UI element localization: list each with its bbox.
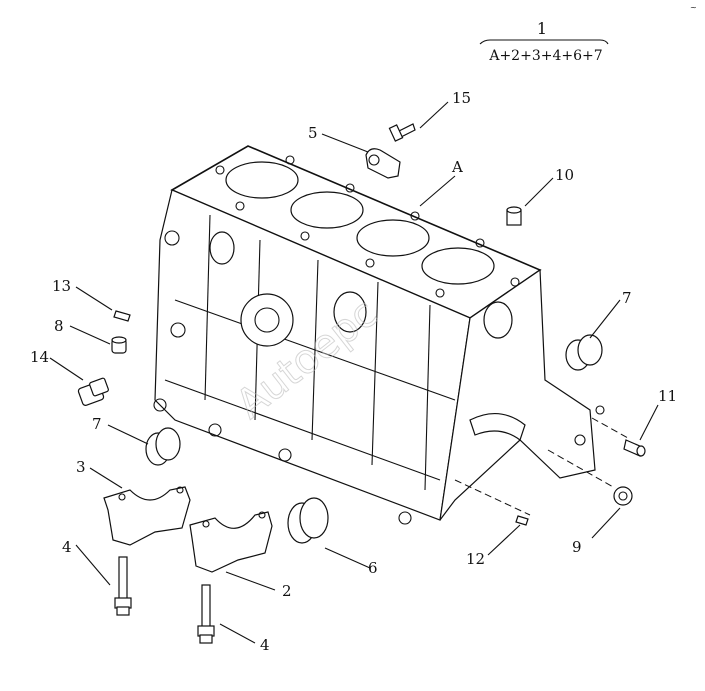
assembly-bracket	[479, 39, 609, 45]
assembly-formula: A+2+3+4+6+7	[488, 48, 602, 64]
leader-lines	[49, 101, 659, 644]
callout-3: 3	[76, 458, 86, 476]
callout-11: 11	[658, 387, 677, 405]
deck-holes	[215, 155, 520, 298]
side-bore-1	[333, 291, 367, 333]
callout-7-left: 7	[92, 415, 102, 433]
align-line-9	[547, 449, 616, 489]
side-bore-3	[209, 231, 235, 265]
callout-10: 10	[555, 166, 574, 184]
callout-5: 5	[308, 124, 318, 142]
part-9-nut[interactable]	[613, 486, 633, 506]
callout-7-right: 7	[622, 289, 632, 307]
crank-bore-rear	[469, 413, 526, 441]
block-side-face	[439, 268, 596, 521]
callout-12: 12	[466, 550, 485, 568]
callout-2: 2	[282, 582, 292, 600]
part-4-bolt-right[interactable]	[197, 584, 215, 644]
part-14-drain-plug[interactable]	[77, 377, 109, 407]
part-7-seal-left[interactable]	[145, 427, 181, 466]
align-line-11	[591, 417, 629, 439]
part-8-plug[interactable]	[111, 336, 127, 354]
cylinder-block	[153, 145, 605, 525]
callout-A: A	[451, 158, 463, 176]
part-12-dowel[interactable]	[515, 515, 529, 526]
callout-4-left: 4	[62, 538, 72, 556]
callout-15: 15	[452, 89, 471, 107]
part-7-seal-right[interactable]	[565, 334, 603, 371]
part-5-bracket[interactable]	[365, 148, 401, 179]
side-bore-2	[483, 301, 513, 339]
align-line-12	[454, 479, 531, 516]
corner-mark: ~	[690, 3, 697, 12]
callout-13: 13	[52, 277, 71, 295]
callout-4-right: 4	[260, 636, 270, 654]
callout-labels: 15 5 A 10 13 8 14 7 7 11 3 4 2 4 6 12 9	[30, 89, 677, 654]
part-10-sleeve[interactable]	[506, 206, 522, 226]
part-13-stud[interactable]	[113, 310, 131, 322]
oil-filter-boss	[240, 293, 294, 347]
block-bottom-bosses	[153, 230, 605, 525]
callout-8: 8	[54, 317, 64, 335]
callout-9: 9	[572, 538, 582, 556]
callout-14: 14	[30, 348, 49, 366]
assembly-number: 1	[537, 19, 547, 38]
part-2-bearing-cap[interactable]	[189, 511, 273, 573]
oil-filter-boss-inner	[254, 307, 280, 333]
part-6-seal[interactable]	[287, 497, 329, 544]
callout-6: 6	[368, 559, 378, 577]
part-4-bolt-left[interactable]	[114, 556, 132, 616]
part-3-bearing-cap[interactable]	[103, 486, 191, 546]
part-15-bolt[interactable]	[388, 123, 416, 142]
part-11-pin[interactable]	[623, 439, 646, 457]
